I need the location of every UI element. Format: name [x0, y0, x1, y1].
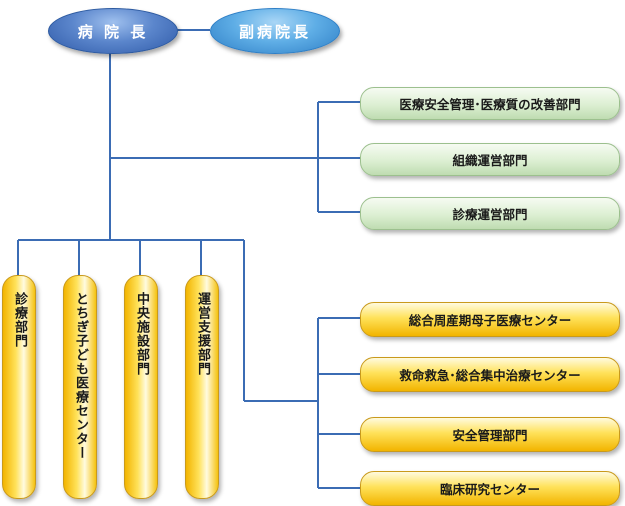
center-box-perinatal: 総合周産期母子医療センター — [360, 302, 620, 337]
dept-label: 医療安全管理･医療質の改善部門 — [399, 97, 581, 112]
dept-pill-label: 運営支援部門 — [195, 292, 210, 376]
dept-label: 組織運営部門 — [452, 153, 528, 168]
dept-box-clinical-operations: 診療運営部門 — [360, 197, 620, 230]
dept-pill-label: 診療部門 — [12, 292, 27, 348]
dept-pill-operations-support: 運営支援部門 — [185, 275, 219, 499]
center-box-clinical-research: 臨床研究センター — [360, 471, 620, 506]
dept-pill-label: とちぎ子ども医療センター — [73, 292, 88, 460]
dept-pill-childrens-center: とちぎ子ども医療センター — [63, 275, 97, 499]
center-label: 救命救急･総合集中治療センター — [399, 368, 581, 383]
director-label: 病 院 長 — [77, 22, 149, 41]
dept-pill-clinical: 診療部門 — [2, 275, 36, 499]
vice-director-label: 副病院長 — [238, 22, 311, 41]
dept-box-safety-quality: 医療安全管理･医療質の改善部門 — [360, 87, 620, 120]
center-box-safety-management: 安全管理部門 — [360, 417, 620, 452]
dept-label: 診療運営部門 — [452, 207, 528, 222]
vice-director-node: 副病院長 — [210, 8, 340, 54]
director-node: 病 院 長 — [48, 8, 178, 54]
center-label: 安全管理部門 — [452, 428, 528, 443]
center-label: 臨床研究センター — [439, 482, 540, 497]
center-label: 総合周産期母子医療センター — [408, 313, 572, 328]
dept-pill-label: 中央施設部門 — [134, 292, 149, 376]
dept-box-organization: 組織運営部門 — [360, 143, 620, 176]
dept-pill-central-facilities: 中央施設部門 — [124, 275, 158, 499]
center-box-emergency: 救命救急･総合集中治療センター — [360, 357, 620, 392]
